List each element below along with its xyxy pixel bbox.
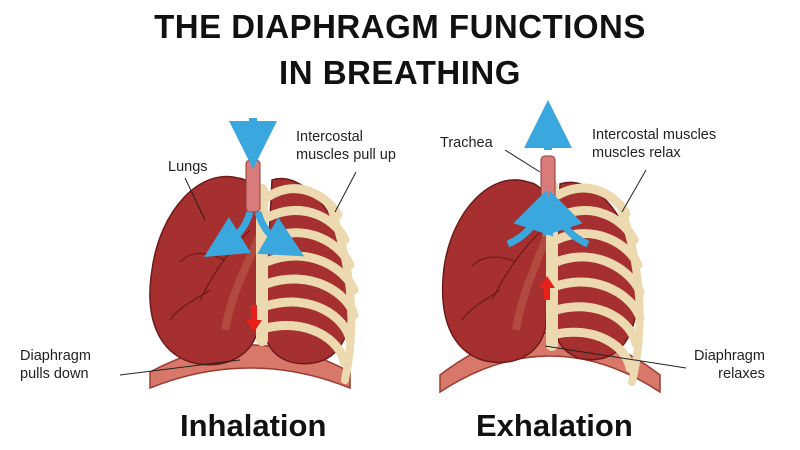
label-trachea: Trachea: [440, 135, 493, 151]
label-diaphragm-exhalation-line2: relaxes: [718, 366, 765, 382]
label-diaphragm-inhalation: Diaphragm pulls down: [20, 347, 91, 383]
label-intercostal-inhalation: Intercostal muscles pull up: [296, 128, 396, 164]
trachea-exhalation: [540, 155, 556, 209]
air-to-right-lung-arrow: [254, 210, 305, 257]
label-diaphragm-inhalation-line1: Diaphragm: [20, 348, 91, 364]
air-to-left-lung-arrow: [204, 210, 254, 258]
label-intercostal-exhalation-line2: muscles relax: [592, 145, 681, 161]
label-intercostal-inhalation-line2: muscles pull up: [296, 147, 396, 163]
trachea-inhalation: [245, 159, 261, 213]
exhalation-illustration: [439, 100, 687, 394]
label-diaphragm-exhalation: Diaphragm relaxes: [694, 347, 765, 383]
title-line-1: THE DIAPHRAGM FUNCTIONS: [154, 8, 646, 45]
air-from-right-lung-arrow: [542, 190, 590, 248]
label-diaphragm-inhalation-line2: pulls down: [20, 366, 89, 382]
air-from-left-lung-arrow: [506, 190, 554, 248]
title-line-2: IN BREATHING: [279, 54, 521, 91]
label-intercostal-inhalation-line1: Intercostal: [296, 129, 363, 145]
label-diaphragm-exhalation-line1: Diaphragm: [694, 348, 765, 364]
label-intercostal-exhalation: Intercostal muscles muscles relax: [592, 126, 716, 162]
inhalation-illustration: [119, 118, 359, 390]
label-lungs: Lungs: [168, 159, 208, 175]
caption-exhalation: Exhalation: [476, 408, 633, 443]
caption-inhalation: Inhalation: [180, 408, 327, 443]
label-intercostal-exhalation-line1: Intercostal muscles: [592, 127, 717, 143]
